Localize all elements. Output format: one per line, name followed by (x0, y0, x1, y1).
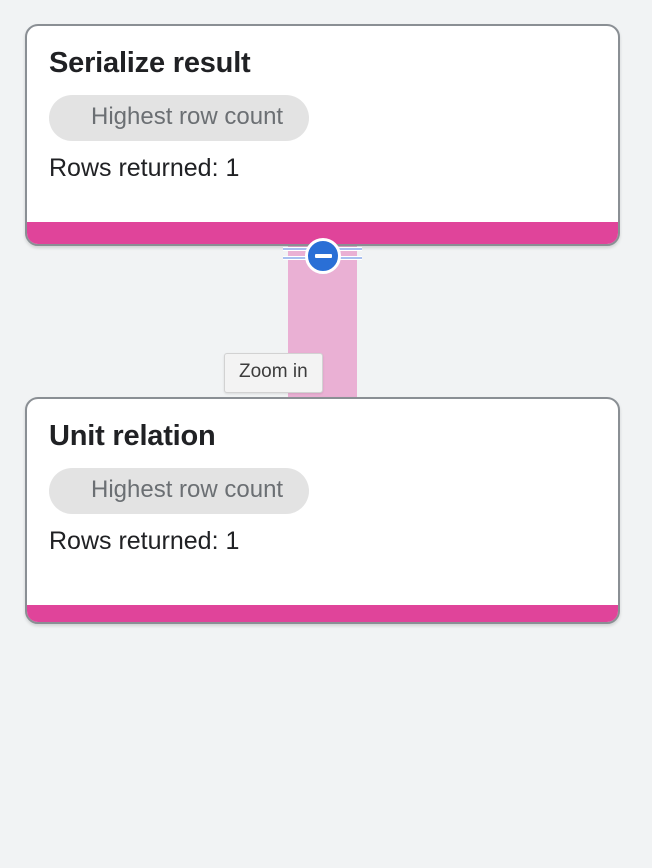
node-card-serialize-result[interactable]: Serialize result Highest row count Rows … (25, 24, 620, 246)
node-card-body: Serialize result Highest row count Rows … (27, 26, 618, 183)
node-title: Unit relation (49, 420, 216, 452)
collapse-control-group (283, 238, 362, 274)
node-title: Serialize result (49, 47, 251, 79)
node-badge-highest-row-count[interactable]: Highest row count (49, 468, 310, 514)
stack-lines-left-icon (283, 247, 313, 265)
node-rows-returned: Rows returned: 1 (49, 527, 240, 555)
node-badge-highest-row-count[interactable]: Highest row count (49, 95, 310, 141)
node-status-bar (27, 222, 618, 244)
zoom-in-tooltip: Zoom in (224, 353, 323, 393)
node-card-body: Unit relation Highest row count Rows ret… (27, 399, 618, 556)
minus-glyph (314, 254, 332, 258)
node-rows-returned: Rows returned: 1 (49, 154, 240, 182)
node-status-bar (27, 605, 618, 622)
node-card-unit-relation[interactable]: Unit relation Highest row count Rows ret… (25, 397, 620, 624)
minus-circle-icon[interactable] (305, 238, 341, 274)
stack-lines-right-icon (332, 247, 362, 265)
